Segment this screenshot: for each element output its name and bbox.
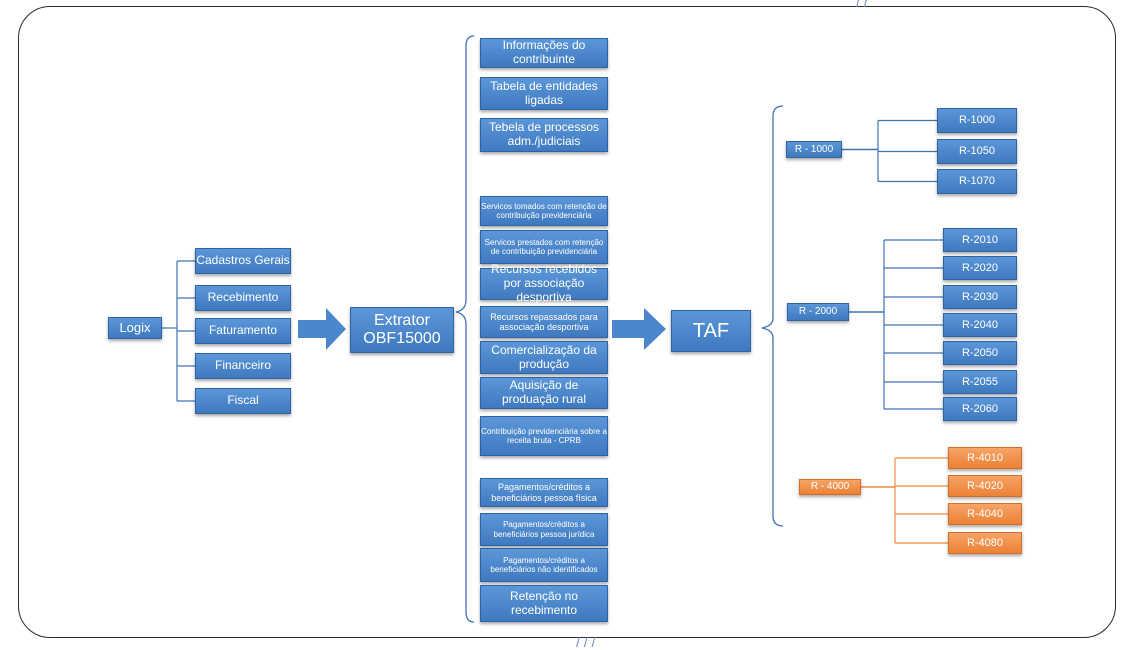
diagram-frame [18, 6, 1116, 638]
event-r-4010-box: R-4010 [948, 447, 1022, 469]
event-box-8: Comercialização da produção [480, 341, 608, 374]
event-r-1050-box-label: R-1050 [958, 145, 996, 158]
event-r-1050-box: R-1050 [937, 139, 1017, 164]
event-r-1000-box-label: R-1000 [958, 114, 996, 127]
module-cadastros-gerais-box-label: Cadastros Gerais [196, 253, 290, 268]
event-box-1: Informações do contribuinte [480, 38, 608, 68]
event-box-9-label: Aquisição de produação rural [501, 378, 587, 406]
event-box-14-label: Retenção no recebimento [509, 588, 579, 617]
event-r-2020-box: R-2020 [943, 256, 1017, 280]
event-box-5-label: Servicos prestados com retenção de contr… [484, 237, 604, 256]
event-r-1070-box: R-1070 [937, 169, 1017, 194]
event-r-4020-box-label: R-4020 [966, 479, 1004, 492]
event-box-10-label: Contribuição previdenciária sobre a rece… [481, 426, 607, 445]
taf-label: TAF [692, 319, 730, 342]
event-r-4020-box: R-4020 [948, 475, 1022, 497]
bracket-line [455, 35, 475, 623]
event-r-2050-box: R-2050 [943, 341, 1017, 365]
top-slash-decoration: / / [856, 0, 868, 10]
event-box-4: Servicos tomados com retenção de contrib… [480, 196, 608, 226]
module-faturamento-box-label: Faturamento [208, 323, 278, 338]
event-box-11: Pagamentos/créditos a beneficiários pess… [480, 478, 608, 507]
module-fiscal-box: Fiscal [195, 388, 291, 414]
event-r-2030-box: R-2030 [943, 285, 1017, 309]
event-box-8-label: Comercialização da produção [491, 342, 597, 371]
module-financeiro-box-label: Financeiro [214, 358, 272, 373]
module-recebimento-box: Recebimento [195, 285, 291, 311]
module-cadastros-gerais-box: Cadastros Gerais [195, 248, 291, 274]
arrow-events-to-taf [612, 308, 666, 350]
event-r-2060-box: R-2060 [943, 397, 1017, 421]
event-r-2055-box-label: R-2055 [961, 375, 999, 388]
event-r-2050-box-label: R-2050 [961, 346, 999, 359]
group-r-2000-box-label: R - 2000 [798, 306, 838, 318]
event-box-7-label: Recursos repassados para associação desp… [490, 311, 598, 332]
event-box-9: Aquisição de produação rural [480, 377, 608, 409]
event-r-2030-box-label: R-2030 [961, 290, 999, 303]
logix-box: Logix [108, 317, 162, 339]
event-r-4010-box-label: R-4010 [966, 451, 1004, 464]
module-faturamento-box: Faturamento [195, 318, 291, 344]
event-box-2-label: Tabela de entidades ligadas [490, 78, 598, 107]
group-r-1000-box-label: R - 1000 [794, 143, 834, 155]
bracket-line [761, 105, 784, 527]
group-r-4000-box: R - 4000 [799, 479, 861, 495]
group-r-2000-box: R - 2000 [787, 303, 849, 321]
event-box-5: Servicos prestados com retenção de contr… [480, 230, 608, 264]
arrow-modules-to-extractor [298, 308, 346, 350]
event-r-2010-box-label: R-2010 [961, 233, 999, 246]
event-r-4040-box: R-4040 [948, 503, 1022, 525]
event-r-2020-box-label: R-2020 [961, 261, 999, 274]
module-recebimento-box-label: Recebimento [207, 290, 279, 305]
extractor-box: Extrator OBF15000 [350, 307, 454, 353]
extractor-line2: OBF15000 [363, 330, 441, 347]
module-financeiro-box: Financeiro [195, 353, 291, 379]
event-box-12-label: Pagamentos/créditos a beneficiários pess… [493, 520, 595, 539]
event-r-2010-box: R-2010 [943, 228, 1017, 252]
event-r-1070-box-label: R-1070 [958, 175, 996, 188]
event-box-13-label: Pagamentos/créditos a beneficiários não … [490, 555, 598, 574]
event-box-13: Pagamentos/créditos a beneficiários não … [480, 548, 608, 582]
extractor-line1: Extrator [373, 311, 430, 329]
event-r-2060-box-label: R-2060 [961, 402, 999, 415]
module-fiscal-box-label: Fiscal [227, 393, 259, 408]
event-r-4080-box: R-4080 [948, 532, 1022, 554]
event-box-2: Tabela de entidades ligadas [480, 77, 608, 110]
logix-label: Logix [119, 319, 151, 335]
group-r-1000-box: R - 1000 [786, 141, 842, 158]
event-box-3: Tebela de processos adm./judiciais [480, 118, 608, 152]
bottom-slash-decoration: / / / [576, 634, 596, 650]
event-box-14: Retenção no recebimento [480, 585, 608, 622]
event-r-2055-box: R-2055 [943, 370, 1017, 394]
event-box-4-label: Servicos tomados com retenção de contrib… [481, 201, 607, 220]
taf-box: TAF [671, 310, 751, 352]
event-r-2040-box-label: R-2040 [961, 318, 999, 331]
event-r-4080-box-label: R-4080 [966, 536, 1004, 549]
event-box-7: Recursos repassados para associação desp… [480, 306, 608, 338]
event-box-12: Pagamentos/créditos a beneficiários pess… [480, 513, 608, 546]
event-r-1000-box: R-1000 [937, 108, 1017, 133]
event-box-11-label: Pagamentos/créditos a beneficiários pess… [491, 482, 597, 503]
group-r-4000-box-label: R - 4000 [810, 481, 850, 493]
event-box-1-label: Informações do contribuinte [502, 38, 586, 66]
event-box-6-label: Recursos recebidos por associação despor… [490, 262, 598, 304]
event-r-2040-box: R-2040 [943, 313, 1017, 337]
event-box-10: Contribuição previdenciária sobre a rece… [480, 416, 608, 456]
event-r-4040-box-label: R-4040 [966, 507, 1004, 520]
event-box-3-label: Tebela de processos adm./judiciais [488, 120, 600, 148]
event-box-6: Recursos recebidos por associação despor… [480, 262, 608, 304]
